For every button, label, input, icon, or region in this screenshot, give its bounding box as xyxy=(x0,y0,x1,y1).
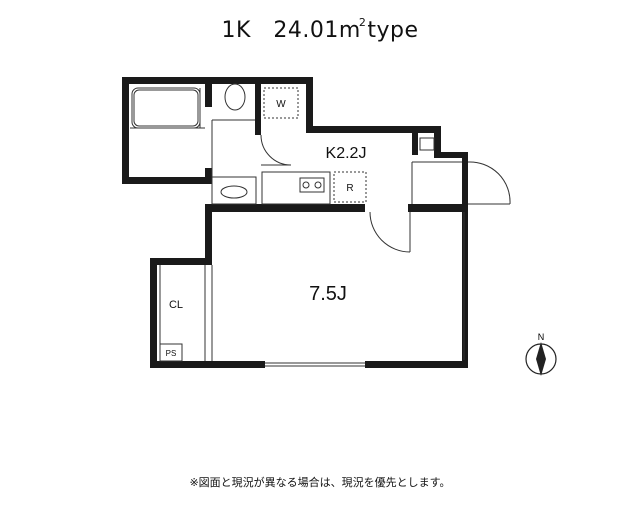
label-washer: W xyxy=(276,99,286,110)
type-suffix: type xyxy=(367,18,419,43)
walls xyxy=(122,77,468,368)
room-label-closet: CL xyxy=(169,299,183,311)
fixtures xyxy=(130,83,511,367)
kitchen-counter xyxy=(261,171,331,205)
fridge-space xyxy=(333,171,367,203)
room-label-main: 7.5J xyxy=(309,283,347,305)
compass-needle-icon xyxy=(536,342,546,376)
room-labels: K2.2J 7.5J CL W R PS xyxy=(166,99,367,358)
bathtub xyxy=(131,87,201,129)
compass: N xyxy=(525,332,557,376)
label-ps: PS xyxy=(166,349,177,358)
label-fridge: R xyxy=(346,183,353,194)
floor-plan-title: 1K 24.01m2type xyxy=(0,16,640,43)
compass-north-label: N xyxy=(538,332,545,342)
disclaimer-note: ※図面と現況が異なる場合は、現況を優先とします。 xyxy=(189,476,451,489)
washer-space xyxy=(263,87,299,119)
toilet-door-swing xyxy=(260,134,292,166)
area-value: 24.01 xyxy=(273,18,339,43)
area-unit-superscript: 2 xyxy=(358,16,367,29)
wash-basin xyxy=(220,185,248,199)
layout-type: 1K xyxy=(221,18,251,43)
room-label-kitchen: K2.2J xyxy=(326,145,367,162)
room-door-swing xyxy=(369,211,411,253)
entrance-door-swing xyxy=(467,161,511,205)
area-unit: m xyxy=(338,18,361,43)
toilet xyxy=(224,83,246,111)
